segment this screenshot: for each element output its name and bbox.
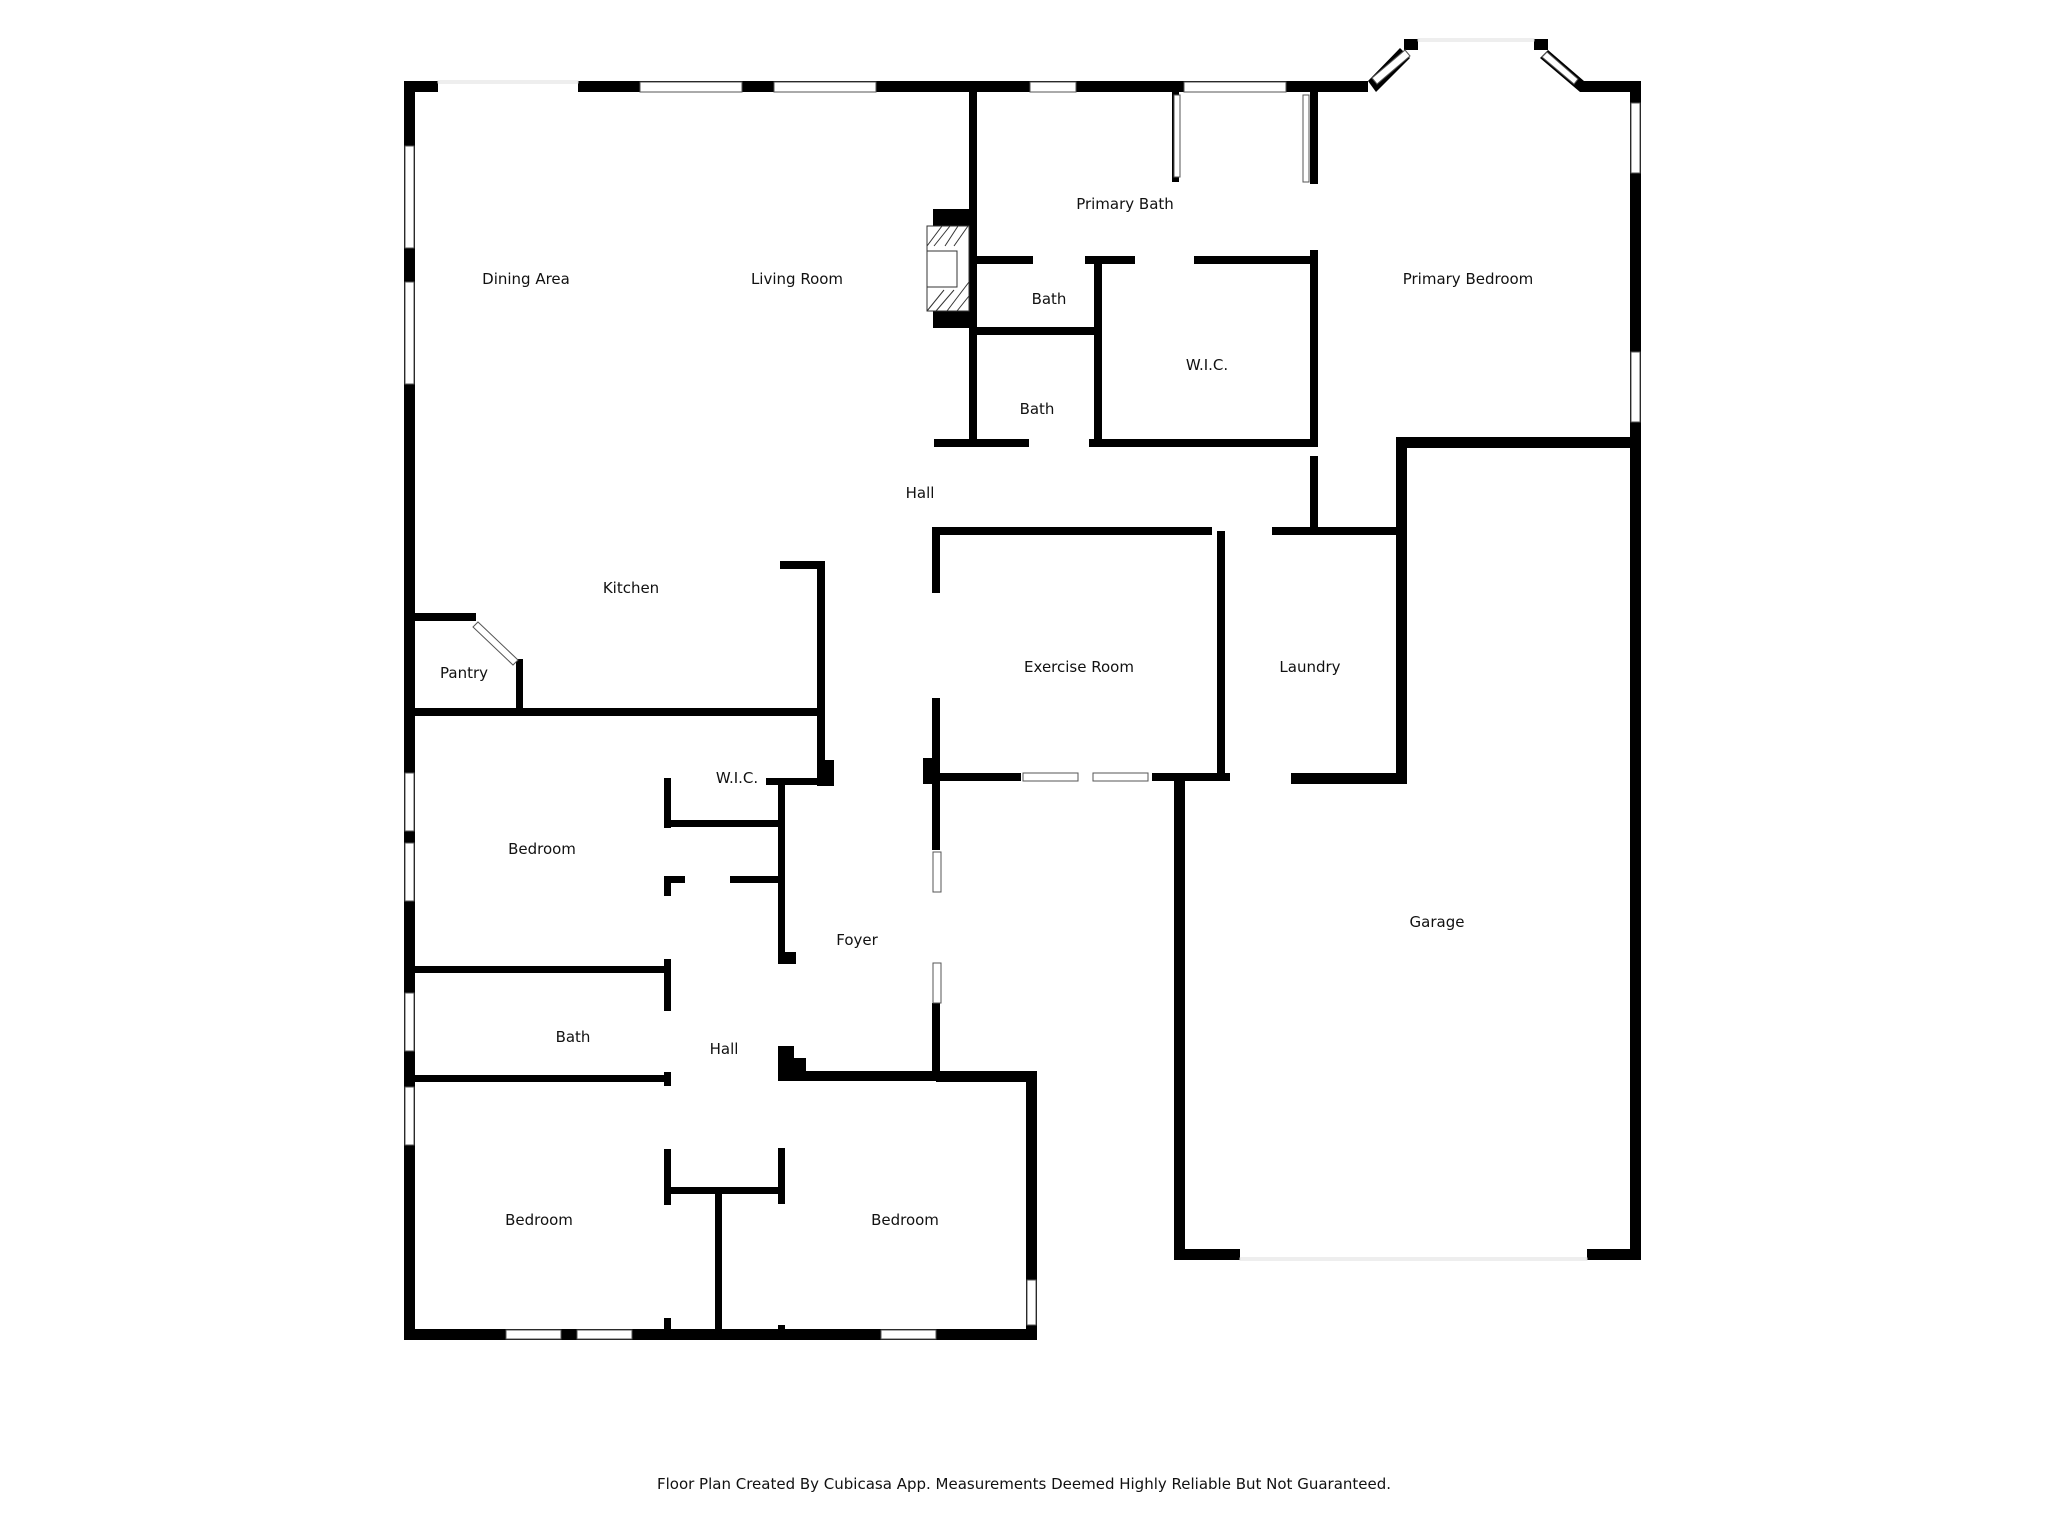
interior-walls [409,86,1402,1337]
room-label-hall-lower: Hall [709,1040,739,1058]
room-label-hall-upper: Hall [905,484,935,502]
room-label-primary-bedroom: Primary Bedroom [1402,270,1534,288]
room-label-laundry: Laundry [1279,658,1341,676]
room-label-foyer: Foyer [836,931,878,949]
room-label-primary-bath: Primary Bath [1076,195,1174,213]
room-label-wic-primary: W.I.C. [1185,356,1229,374]
room-label-dining: Dining Area [482,270,570,288]
room-label-bedroom-1: Bedroom [508,840,576,858]
footer-disclaimer: Floor Plan Created By Cubicasa App. Meas… [656,1475,1392,1493]
room-label-wic-bed: W.I.C. [715,769,759,787]
room-label-bedroom-3: Bedroom [871,1211,939,1229]
room-label-bath-upper: Bath [1031,290,1067,308]
room-label-bath-hall: Bath [555,1028,591,1046]
room-label-pantry: Pantry [440,664,488,682]
room-label-bedroom-2: Bedroom [505,1211,573,1229]
room-label-garage: Garage [1409,913,1465,931]
windows [404,49,1641,1340]
room-label-kitchen: Kitchen [602,579,660,597]
room-label-exercise: Exercise Room [1024,658,1134,676]
door-openings [437,38,1588,1261]
room-label-living: Living Room [750,270,844,288]
exterior-walls [404,39,1641,1340]
room-label-bath-lower: Bath [1019,400,1055,418]
